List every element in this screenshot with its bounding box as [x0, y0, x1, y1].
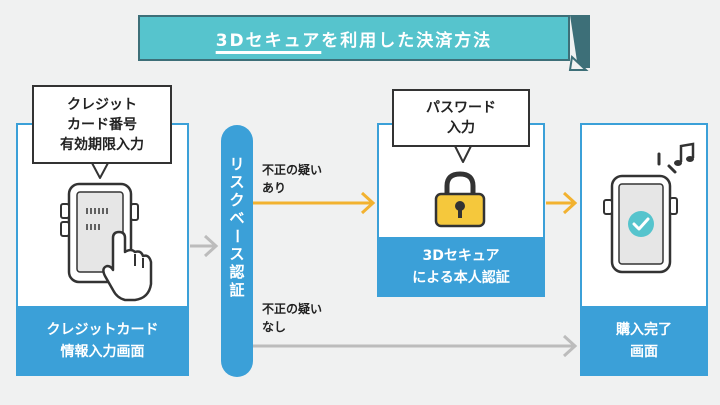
card-entry-footer-line2: 情報入力画面 [60, 344, 145, 360]
arrow-card-to-risk [190, 234, 219, 258]
risk-label-char: ベ [229, 209, 245, 227]
risk-label-char: ク [229, 191, 245, 209]
card-entry-footer-line1: クレジットカード [46, 322, 159, 338]
phone-tap-icon [60, 182, 153, 302]
title-rest: を利用した決済方法 [321, 30, 493, 51]
purchase-complete-footer-line2: 画面 [630, 344, 658, 360]
risk-label-char: リ [229, 155, 245, 173]
risk-label-char: 証 [229, 281, 245, 299]
title-highlight: 3Dセキュア [215, 30, 322, 51]
branch-label-not-suspicious: 不正の疑い なし [262, 302, 323, 334]
secure-auth-footer-line1: 3Dセキュア [422, 248, 500, 264]
arrow-3ds-to-complete [546, 191, 578, 215]
title-text: 3Dセキュアを利用した決済方法 [138, 15, 570, 61]
lock-icon [434, 171, 486, 228]
risk-based-auth-label: リスクベース認証 [221, 155, 253, 299]
arrow-risk-to-3ds [253, 191, 376, 215]
arrow-risk-to-complete [253, 334, 578, 358]
purchase-complete-footer-line1: 購入完了 [616, 322, 672, 338]
risk-label-char: ス [229, 245, 245, 263]
music-note-icon [657, 142, 695, 174]
purchase-complete-footer: 購入完了 画面 [580, 306, 708, 376]
risk-label-char: 認 [229, 263, 245, 281]
password-input-bubble: パスワード 入力 [392, 89, 530, 147]
secure-auth-footer-line2: による本人認証 [412, 270, 510, 286]
risk-based-auth-pill: リスクベース認証 [221, 125, 253, 377]
secure-auth-footer: 3Dセキュア による本人認証 [377, 237, 545, 297]
title-banner [138, 15, 570, 61]
branch-label-suspicious: 不正の疑い あり [262, 163, 323, 195]
phone-success-icon [603, 174, 678, 274]
card-entry-footer: クレジットカード 情報入力画面 [16, 306, 189, 376]
card-input-bubble: クレジット カード番号 有効期限入力 [32, 85, 172, 164]
risk-label-char: ス [229, 173, 245, 191]
